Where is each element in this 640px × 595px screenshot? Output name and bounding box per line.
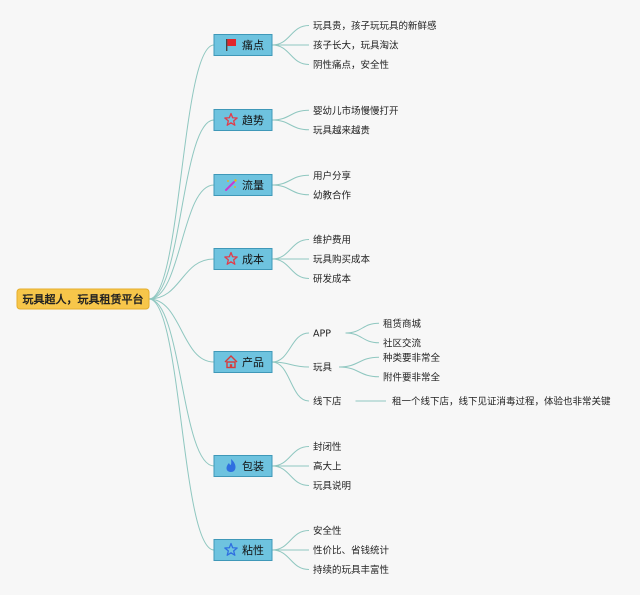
star-outline-icon [224,542,238,556]
star-outline-icon [224,112,238,126]
sub-connector [271,446,310,467]
sub-leaf-node[interactable]: 租赁商城 [383,318,422,330]
leaf-node[interactable]: 婴幼儿市场慢慢打开 [313,105,399,117]
sub-connector [271,549,310,570]
sub-leaf-node[interactable]: 附件要非常全 [383,371,441,383]
connector-lines [148,25,386,570]
sub-leaf-node[interactable]: 社区交流 [383,337,422,349]
branch-connector [148,184,215,300]
sub-connector [338,356,380,368]
branch-node-label: 产品 [242,355,264,369]
sub-connector [271,361,310,368]
leaf-node[interactable]: 封闭性 [313,441,342,453]
sub-connector [345,332,380,344]
flame-icon [226,459,236,472]
branch-node-6[interactable]: 包装 [213,455,273,477]
mind-map-nodes: 玩具超人，玩具租赁平台 痛点 玩具贵，孩子玩玩具的新鲜感孩子长大，玩具淘汰阴性痛点，… [16,20,611,576]
leaf-node[interactable]: 玩具说明 [313,480,351,492]
sub-connector [271,44,310,65]
branch-node-label: 包装 [242,460,264,473]
leaf-node[interactable]: 幼教合作 [313,189,352,201]
magic-wand-icon [225,179,237,191]
leaf-node[interactable]: 用户分享 [313,170,351,182]
root-node-label: 玩具超人，玩具租赁平台 [23,292,144,306]
sub-connector [271,258,310,279]
sub-connector [271,465,310,486]
leaf-node[interactable]: 孩子长大，玩具淘汰 [313,40,399,52]
branch-node-label: 流量 [242,178,264,192]
sub-connector [271,119,310,131]
sub-connector [271,25,310,46]
branch-node-2[interactable]: 趋势 [213,109,273,131]
branch-connector [148,258,215,300]
sub-connector [338,366,380,378]
branch-connector [148,298,215,467]
branch-node-box [213,539,273,561]
branch-connector [148,298,215,363]
branch-node-3[interactable]: 流量 [213,174,273,196]
branch-node-5[interactable]: 产品 [213,351,273,373]
leaf-node[interactable]: 高大上 [313,461,342,473]
leaf-node[interactable]: 研发成本 [313,273,352,285]
sub-leaf-node[interactable]: 租一个线下店，线下见证消毒过程，体验也非常关键 [392,396,611,408]
branch-node-7[interactable]: 粘性 [213,539,273,561]
leaf-node[interactable]: 维护费用 [313,234,351,246]
branch-connector [148,119,215,300]
sub-connector [271,184,310,196]
branch-node-label: 痛点 [242,38,264,52]
leaf-node[interactable]: 阴性痛点，安全性 [313,59,390,71]
leaf-node[interactable]: 性价比、省钱统计 [313,545,390,557]
sub-connector [271,361,310,402]
root-node[interactable]: 玩具超人，玩具租赁平台 [16,288,150,310]
branch-node-label: 成本 [242,252,264,266]
sub-connector [271,530,310,551]
leaf-node[interactable]: 玩具购买成本 [313,254,371,266]
sub-leaf-node[interactable]: 种类要非常全 [383,352,441,364]
branch-node-4[interactable]: 成本 [213,248,273,270]
sub-connector [271,239,310,260]
branch-connector [148,298,215,551]
branch-node-box [213,109,273,131]
root-node-box [16,288,150,310]
home-icon [224,355,238,369]
sub-connector [271,174,310,186]
leaf-node[interactable]: 玩具 [313,363,333,374]
branch-connector [148,44,215,300]
sub-connector [271,109,310,121]
red-flag-icon [226,39,236,51]
sub-connector [271,332,310,363]
leaf-node[interactable]: 安全性 [313,525,342,537]
leaf-node[interactable]: 持续的玩具丰富性 [313,564,390,576]
leaf-node[interactable]: 玩具越来越贵 [313,124,370,136]
leaf-node[interactable]: 线下店 [313,396,342,408]
branch-node-box [213,174,273,196]
leaf-node[interactable]: APP [313,329,331,340]
sub-connector [345,322,380,334]
branch-node-1[interactable]: 痛点 [213,34,273,56]
star-outline-icon [224,251,238,265]
branch-node-box [213,248,273,270]
branch-node-label: 粘性 [242,543,264,557]
leaf-node[interactable]: 玩具贵，孩子玩玩具的新鲜感 [313,20,437,32]
branch-node-label: 趋势 [242,114,264,127]
